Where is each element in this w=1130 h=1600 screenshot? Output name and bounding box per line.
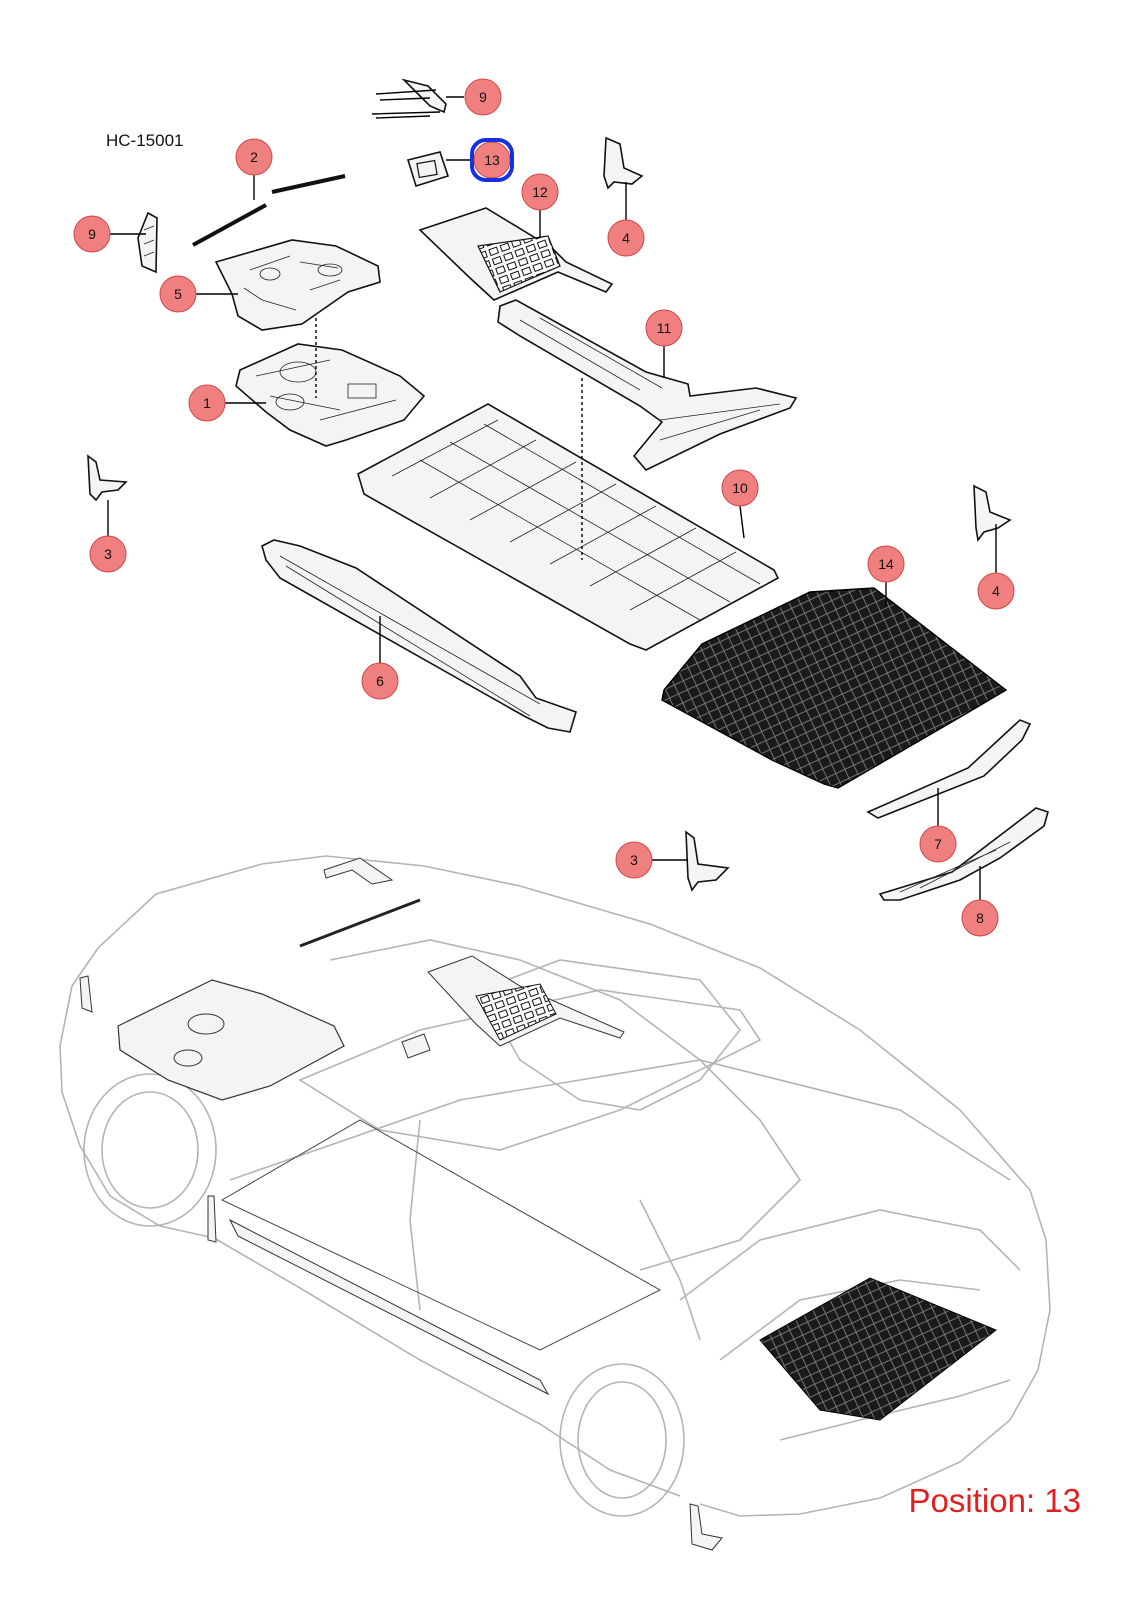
svg-text:11: 11 [657,320,672,336]
part-13-bracket [406,151,450,188]
callout[interactable]: 2 [235,138,273,176]
callout[interactable]: 6 [361,662,399,700]
part-7-strip [866,719,1032,819]
svg-text:13: 13 [484,152,500,168]
svg-text:6: 6 [376,673,384,689]
callout[interactable]: 9 [73,215,111,253]
svg-text:3: 3 [630,852,638,868]
svg-text:7: 7 [934,836,942,852]
svg-text:9: 9 [88,226,96,242]
part-9-bracket-left [137,211,158,274]
callout[interactable]: 3 [615,841,653,879]
svg-text:4: 4 [622,230,630,246]
part-3-flap-left [87,454,128,502]
svg-text:2: 2 [250,149,258,165]
part-14-mat [661,587,1008,789]
diagram-id: HC-15001 [106,131,184,150]
position-label: Position: 13 [908,1482,1081,1519]
svg-text:14: 14 [878,556,894,572]
part-4-flap-right [973,484,1012,542]
svg-text:4: 4 [992,583,1000,599]
car-overview [59,855,1051,1517]
svg-text:1: 1 [203,395,211,411]
callout[interactable]: 4 [607,219,645,257]
svg-text:12: 12 [532,184,548,200]
callout[interactable]: 11 [645,309,683,347]
part-11-tunnel [497,299,798,471]
part-6-sill [261,539,577,733]
callout[interactable]: 14 [867,545,905,583]
callout[interactable]: 8 [961,899,999,937]
callout[interactable]: 7 [919,825,957,863]
svg-text:10: 10 [732,480,748,496]
callout[interactable]: 9 [464,78,502,116]
part-3-flap-bottom [685,830,730,892]
svg-text:3: 3 [104,546,112,562]
part-1-shield [235,343,426,447]
part-5-shield [214,239,381,331]
part-9-hinge-top [371,78,447,119]
callout[interactable]: 3 [89,535,127,573]
callout[interactable]: 12 [521,173,559,211]
car-components [79,857,997,1551]
svg-text:9: 9 [479,89,487,105]
part-8-bumper [878,807,1049,901]
callout[interactable]: 4 [977,572,1015,610]
part-12-panel [418,207,614,301]
callout[interactable]: 1 [188,384,226,422]
part-2-strip [192,174,346,247]
callout[interactable]: 10 [721,469,759,507]
callout[interactable]: 5 [159,275,197,313]
leader-lines [107,96,997,900]
callout-selected[interactable]: 13 [470,138,514,182]
part-4-flap-top [603,136,644,190]
svg-text:5: 5 [174,286,182,302]
part-10-floor [357,403,780,651]
svg-text:8: 8 [976,910,984,926]
